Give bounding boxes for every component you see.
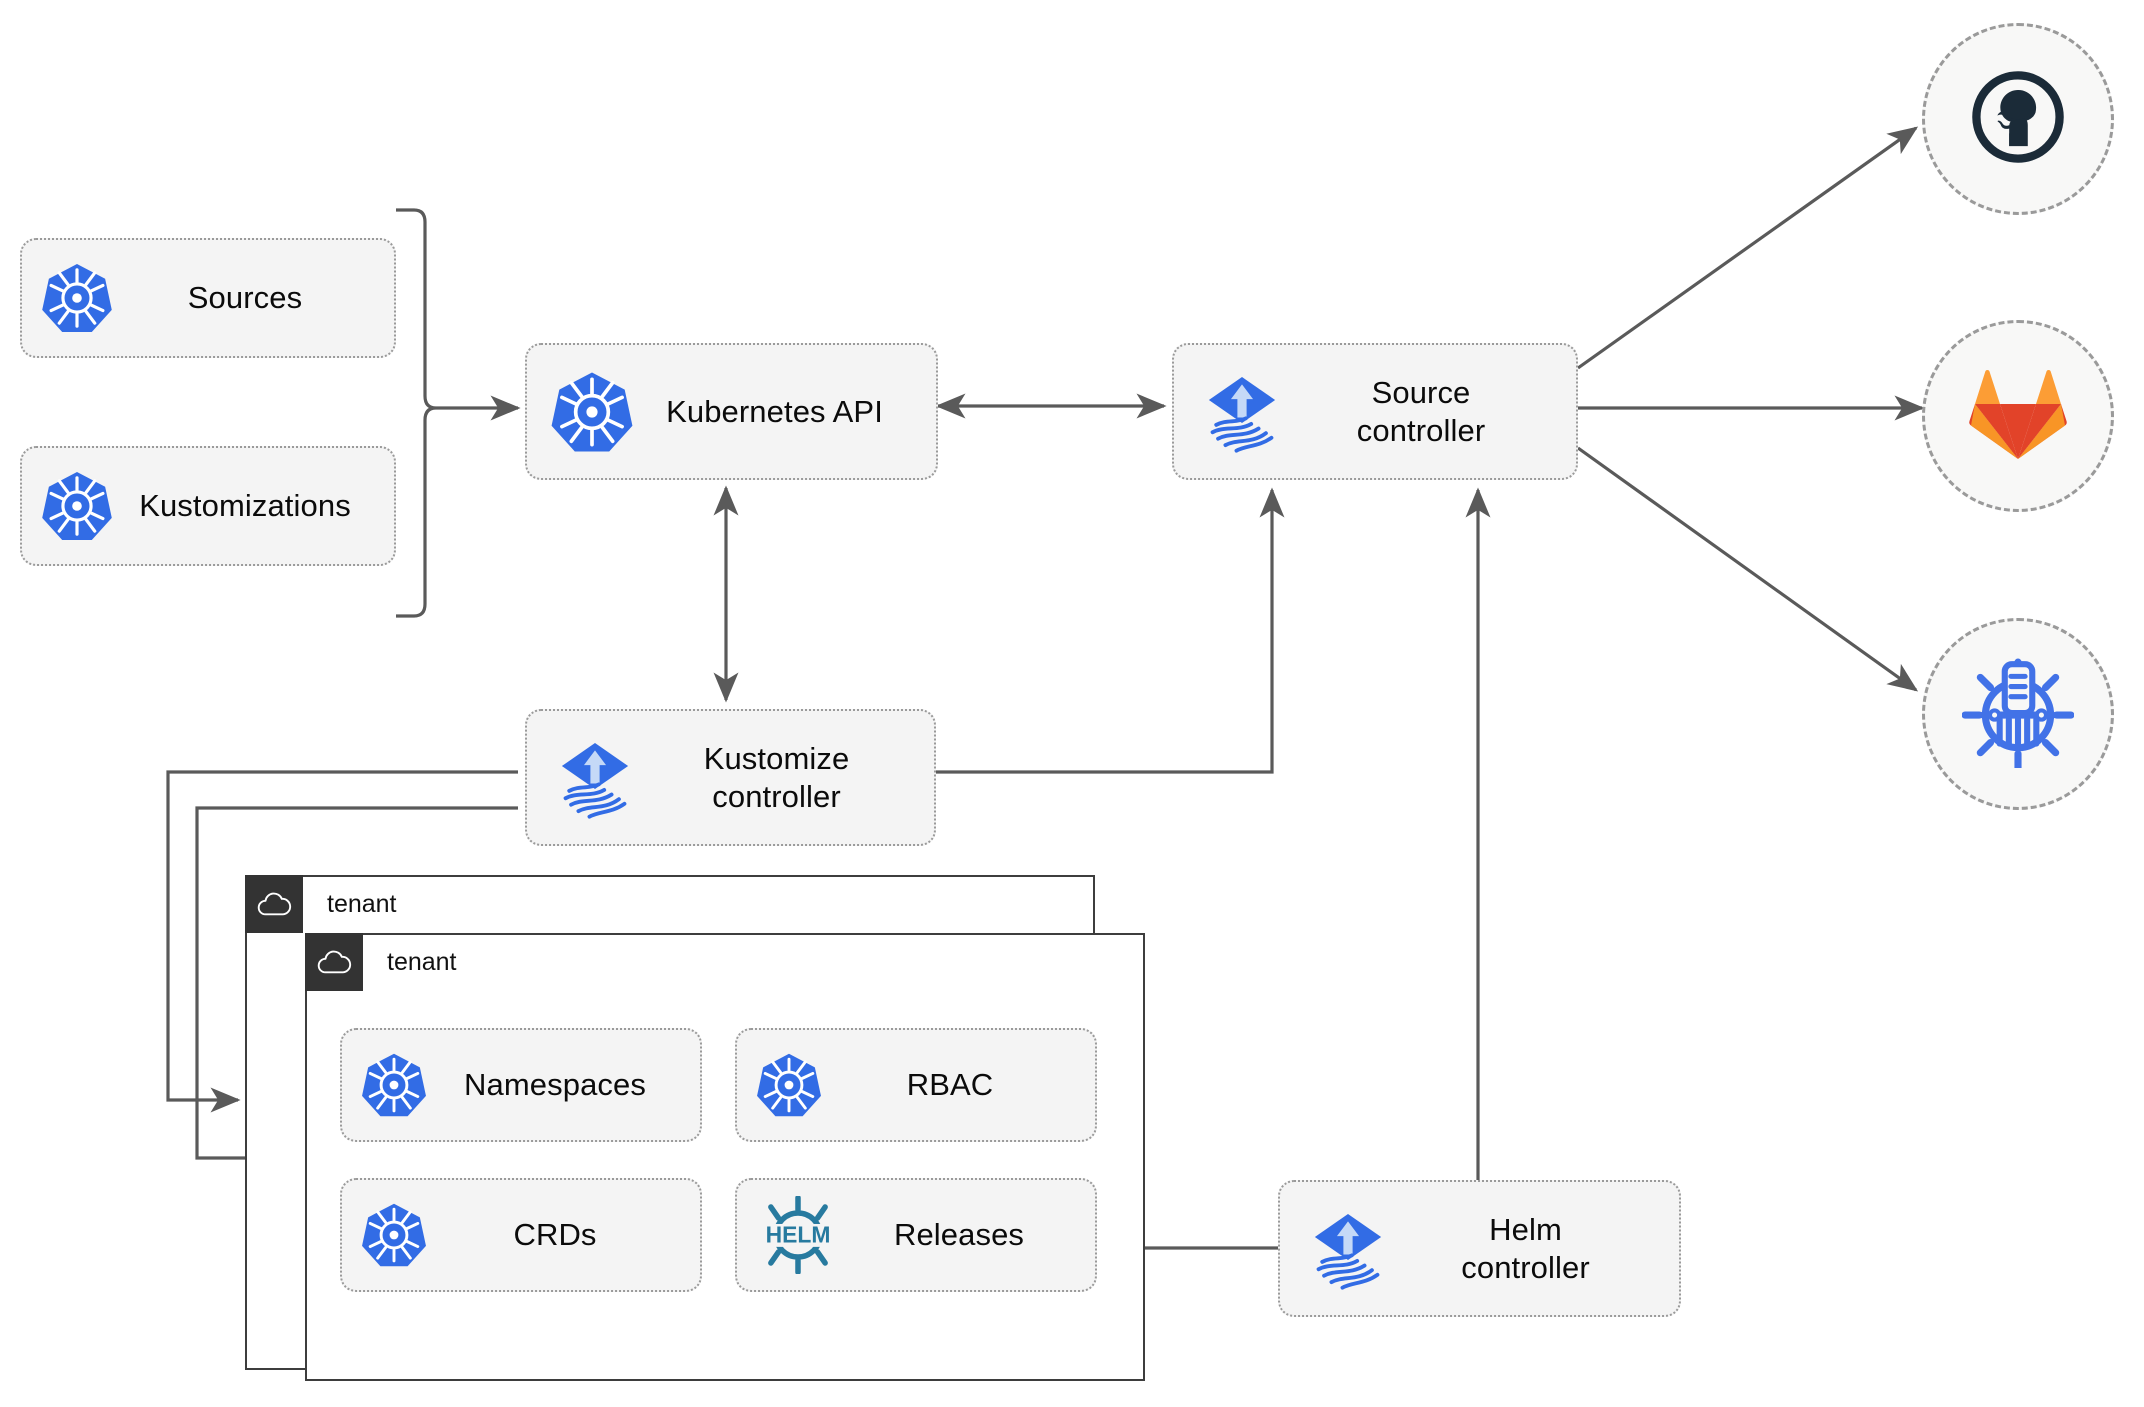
kubernetes-icon (40, 469, 114, 543)
node-namespaces[interactable]: Namespaces (340, 1028, 702, 1142)
kubernetes-icon (40, 261, 114, 335)
node-rbac[interactable]: RBAC (735, 1028, 1097, 1142)
node-label: RBAC (906, 1067, 994, 1103)
helm-icon: HELM (755, 1196, 841, 1274)
node-label: Kubernetes API (666, 393, 883, 429)
tenant-card-front[interactable]: tenant (305, 933, 1145, 1381)
github-icon (1966, 65, 2070, 174)
node-kustomizations[interactable]: Kustomizations (20, 446, 396, 566)
node-label: Kustomize controller (703, 740, 850, 814)
provider-helm-repository[interactable] (1922, 618, 2114, 810)
node-sources[interactable]: Sources (20, 238, 396, 358)
kubernetes-icon (360, 1051, 428, 1119)
tenant-label: tenant (327, 889, 397, 918)
node-label: Kustomizations (139, 488, 351, 524)
kubernetes-icon (360, 1201, 428, 1269)
tenant-label: tenant (387, 947, 457, 976)
gitlab-icon (1968, 367, 2068, 466)
node-label: CRDs (513, 1217, 597, 1253)
tenant-title-bar: tenant (245, 875, 1097, 933)
node-label: Source controller (1356, 374, 1486, 448)
node-label: Releases (893, 1217, 1025, 1253)
helm-repository-icon (1961, 656, 2075, 773)
node-label: Helm controller (1461, 1211, 1590, 1285)
flux-icon (1196, 366, 1288, 458)
node-kubernetes-api[interactable]: Kubernetes API (525, 343, 938, 480)
node-source-controller[interactable]: Source controller (1172, 343, 1578, 480)
provider-github[interactable] (1922, 23, 2114, 215)
tenant-title-bar: tenant (305, 933, 1147, 991)
node-label: Namespaces (464, 1067, 646, 1103)
flux-icon (1302, 1203, 1394, 1295)
flux-icon (549, 732, 641, 824)
kubernetes-icon (755, 1051, 823, 1119)
node-helm-controller[interactable]: Helm controller (1278, 1180, 1681, 1317)
node-crds[interactable]: CRDs (340, 1178, 702, 1292)
helm-wordmark: HELM (766, 1222, 831, 1248)
node-label: Sources (187, 280, 303, 316)
cloud-icon (305, 933, 363, 991)
node-releases[interactable]: HELM Releases (735, 1178, 1097, 1292)
cloud-icon (245, 875, 303, 933)
provider-gitlab[interactable] (1922, 320, 2114, 512)
node-kustomize-controller[interactable]: Kustomize controller (525, 709, 936, 846)
kubernetes-icon (549, 369, 635, 455)
